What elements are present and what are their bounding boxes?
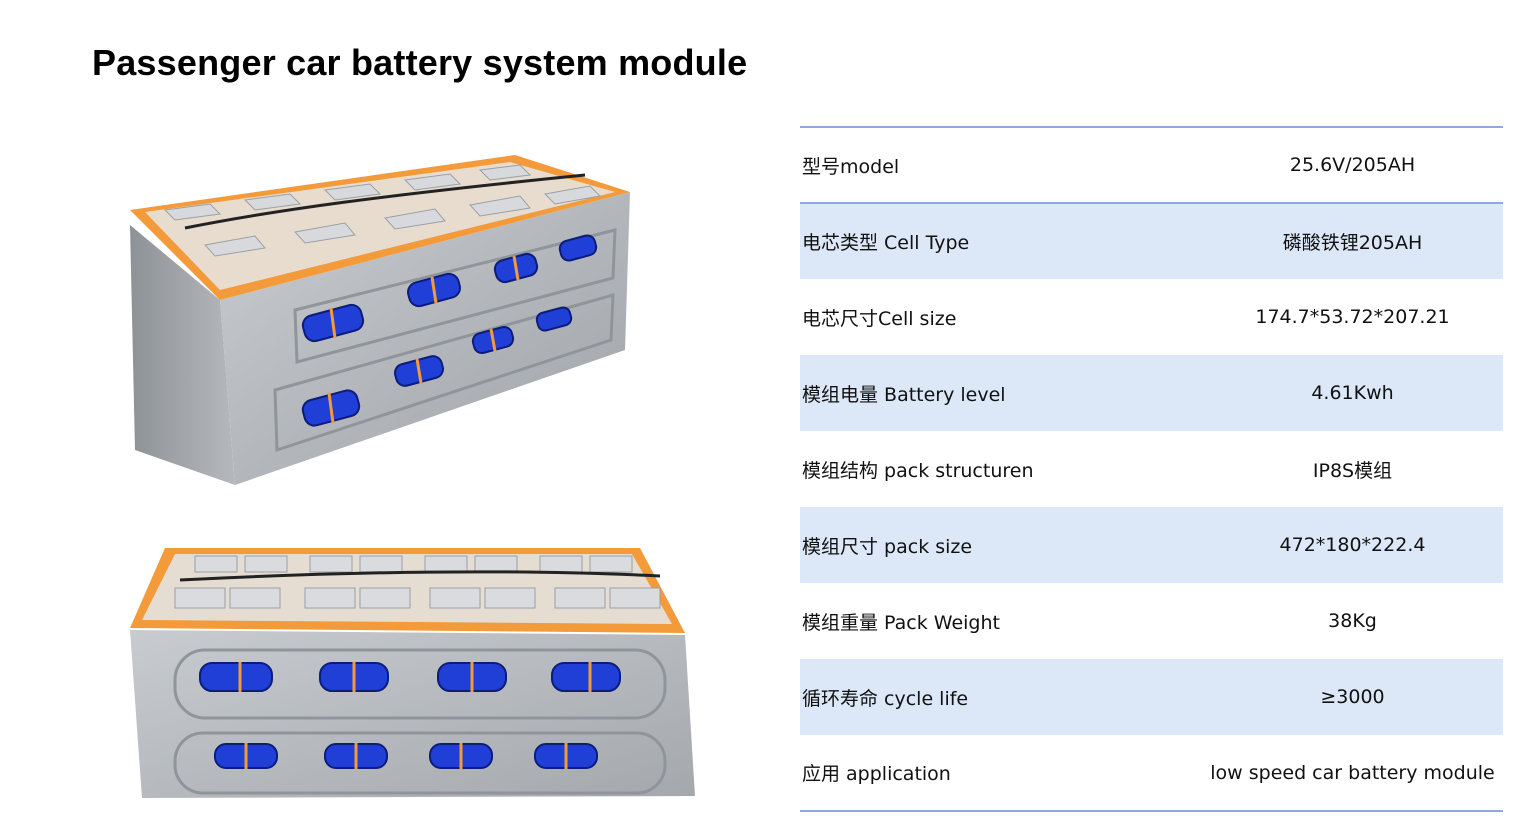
spec-table: 型号model 25.6V/205AH 电芯类型 Cell Type 磷酸铁锂2… <box>800 126 1503 812</box>
spec-value: 38Kg <box>1328 610 1377 632</box>
spec-label: 型号model <box>802 155 900 178</box>
spec-label: 应用 application <box>802 763 951 785</box>
spec-row-pack-weight: 模组重量 Pack Weight 38Kg <box>800 583 1503 659</box>
spec-row-cell-size: 电芯尺寸Cell size 174.7*53.72*207.21 <box>800 279 1503 355</box>
spec-label: 模组尺寸 pack size <box>802 535 973 558</box>
spec-row-cell-type: 电芯类型 Cell Type 磷酸铁锂205AH <box>800 203 1503 279</box>
battery-module-photo-angled <box>130 155 630 485</box>
spec-row-application: 应用 application low speed car battery mod… <box>800 735 1503 811</box>
spec-row-pack-size: 模组尺寸 pack size 472*180*222.4 <box>800 507 1503 583</box>
spec-row-battery-level: 模组电量 Battery level 4.61Kwh <box>800 355 1503 431</box>
spec-value: low speed car battery module <box>1210 761 1495 784</box>
page-title: Passenger car battery system module <box>92 42 748 83</box>
spec-value: IP8S模组 <box>1312 459 1393 482</box>
spec-label: 循环寿命 cycle life <box>802 687 969 710</box>
spec-value: 472*180*222.4 <box>1279 534 1426 556</box>
spec-value: 磷酸铁锂205AH <box>1282 232 1423 254</box>
spec-value: ≥3000 <box>1320 686 1385 708</box>
spec-label: 电芯类型 Cell Type <box>802 232 970 254</box>
spec-row-cycle-life: 循环寿命 cycle life ≥3000 <box>800 659 1503 735</box>
spec-value: 4.61Kwh <box>1311 382 1394 404</box>
spec-row-model: 型号model 25.6V/205AH <box>800 127 1503 203</box>
spec-label: 模组结构 pack structuren <box>802 459 1034 482</box>
spec-label: 电芯尺寸Cell size <box>802 307 957 330</box>
spec-value: 25.6V/205AH <box>1289 154 1416 176</box>
spec-value: 174.7*53.72*207.21 <box>1255 306 1450 328</box>
spec-label: 模组重量 Pack Weight <box>802 611 1000 634</box>
spec-label: 模组电量 Battery level <box>802 383 1006 406</box>
spec-row-pack-structure: 模组结构 pack structuren IP8S模组 <box>800 431 1503 507</box>
battery-module-photo-side <box>130 548 695 798</box>
